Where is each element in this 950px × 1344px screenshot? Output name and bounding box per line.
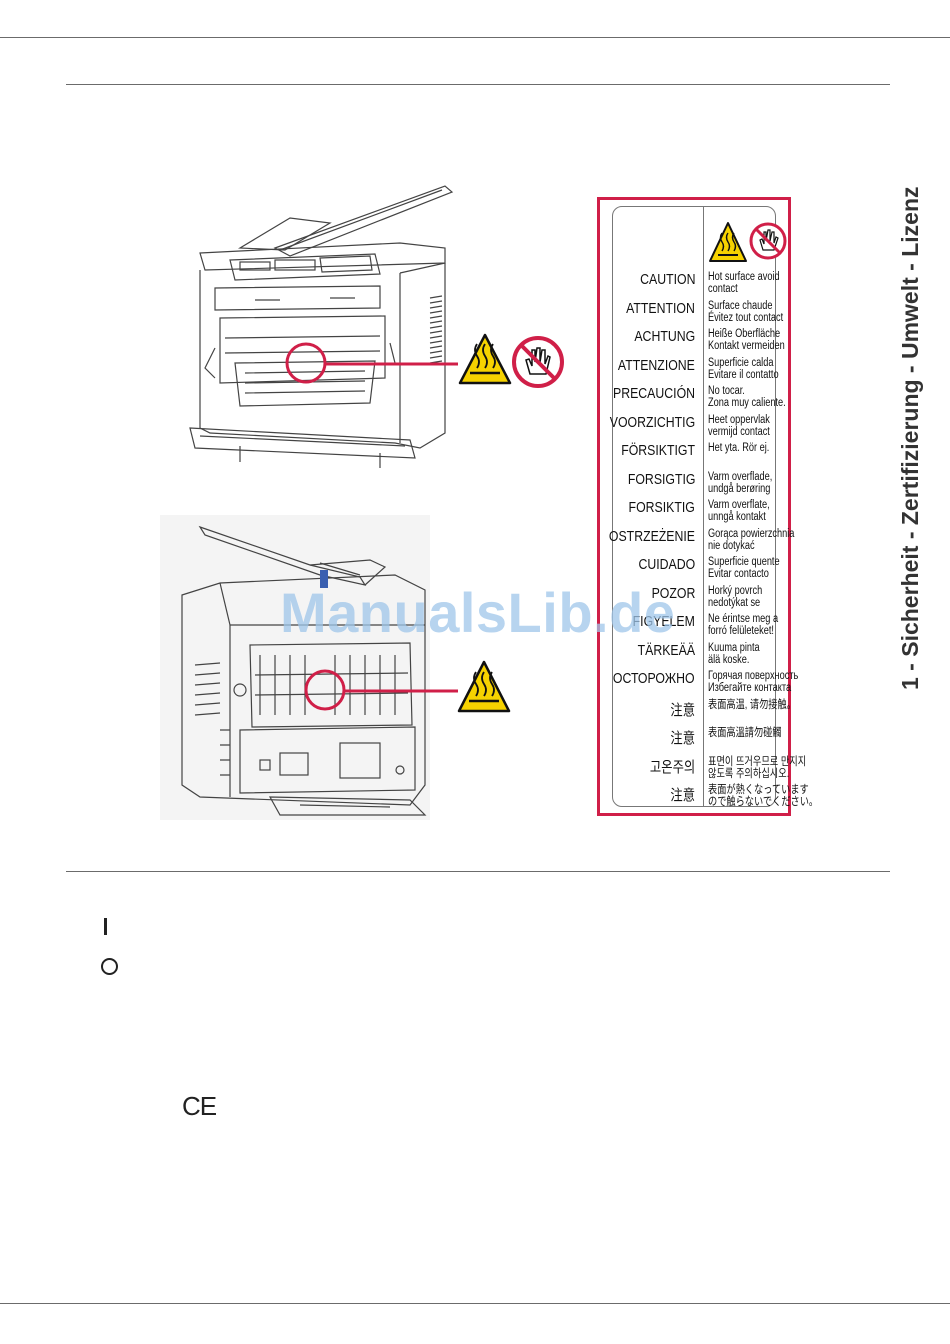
label-row: ATTENTION Surface chaude Évitez tout cont… [613, 300, 783, 328]
label-row: 고온주의 표면이 뜨거우므로 만지지 않도록 주의하십시오. [613, 756, 806, 784]
watermark-text: ManualsLib.de [280, 581, 676, 644]
label-warning-word: 注意 [670, 730, 695, 747]
label-warning-word: 고온주의 [649, 758, 695, 776]
label-row: 注意 表面高溫請勿碰觸 [613, 727, 783, 755]
power-on-symbol [104, 918, 107, 935]
label-warning-description: Heet oppervlak vermijd contact [708, 413, 770, 438]
label-warning-description: Superficie quente Evitar contacto [708, 556, 780, 580]
label-row: TÄRKEÄÄ Kuuma pinta älä koske. [613, 642, 783, 670]
label-warning-description: Het yta. Rör ej. [708, 442, 770, 454]
label-row: ATTENZIONE Superficie calda Evitare il co… [613, 357, 783, 385]
label-row: FORSIKTIG Varm overflate, unngå kontakt [613, 499, 783, 527]
printer-rear-illustration [160, 515, 511, 820]
label-warning-word: 注意 [670, 701, 695, 719]
label-warning-word: CAUTION [639, 271, 695, 288]
label-warning-description: Surface chaude Évitez tout contact [708, 299, 784, 324]
label-row: 注意表面が熱くなっています ので触らないでください。 [613, 784, 818, 812]
label-row: 注意表面高温, 请勿接触。 [613, 699, 796, 727]
label-warning-description: Varm overflate, unngå kontakt [708, 499, 770, 523]
label-row: CAUTION Hot surface avoid contact [613, 271, 783, 299]
label-row: VOORZICHTIG Heet oppervlak vermijd contac… [609, 413, 783, 442]
label-warning-word: 注意 [670, 787, 695, 804]
label-warning-word: TÄRKEÄÄ [637, 641, 695, 659]
hot-surface-warning-icon [709, 222, 747, 262]
label-warning-description: 表面が熱くなっています ので触らないでください。 [708, 784, 819, 808]
do-not-touch-icon [749, 222, 787, 260]
label-column-divider [703, 207, 704, 806]
label-warning-word: FORSIKTIG [628, 499, 695, 516]
label-warning-word: CUIDADO [638, 556, 695, 573]
section-rule-top [66, 84, 890, 85]
ce-mark: CE [182, 1091, 217, 1121]
label-warning-description: Horký povrch nedotýkat se [708, 584, 763, 609]
label-row: ACHTUNG Heiße Oberfläche Kontakt vermeide… [613, 328, 785, 356]
label-warning-icons [709, 222, 787, 262]
power-off-symbol [101, 958, 118, 975]
label-row: OSTRZEŻENIE Gorąca powierzchnia nie dotyk… [609, 528, 795, 556]
label-warning-description: Heiße Oberfläche Kontakt vermeiden [708, 328, 785, 352]
label-warning-description: Горячая поверхность Избегайте контакта [708, 670, 799, 694]
hot-surface-warning-icon [458, 333, 512, 385]
top-rule [0, 37, 950, 38]
label-warning-word: FÖRSIKTIGT [621, 442, 695, 459]
label-warning-description: 表面高溫請勿碰觸 [708, 727, 782, 739]
label-warning-word: PRECAUCIÓN [612, 385, 695, 402]
label-warning-word: ATTENTION [626, 299, 695, 317]
printer-front-illustration [189, 185, 564, 468]
label-warning-description: Varm overflade, undgå berøring [708, 470, 773, 495]
label-row: FIGYELEM Ne érintse meg a forró felületek… [613, 613, 783, 641]
hot-surface-warning-icon [457, 660, 511, 713]
label-warning-word: ACHTUNG [634, 328, 695, 345]
label-warning-word: ОСТОРОЖНО [613, 670, 695, 687]
label-warning-word: FIGYELEM [632, 613, 695, 630]
label-warning-description: 表面高温, 请勿接触。 [708, 698, 796, 711]
side-chapter-title: 1 - Sicherheit - Zertifizierung - Umwelt… [897, 186, 923, 691]
label-row: POZOR Horký povrch nedotýkat se [613, 585, 783, 613]
label-row: ОСТОРОЖНО Горячая поверхность Избегайте к… [613, 670, 798, 698]
label-row: FORSIGTIG Varm overflade, undgå berøring [613, 471, 783, 499]
label-warning-description: Kuuma pinta älä koske. [708, 641, 760, 666]
label-warning-description: Superficie calda Evitare il contatto [708, 356, 779, 381]
label-warning-word: VOORZICHTIG [609, 413, 695, 431]
label-row: CUIDADO Superficie quente Evitar contacto [613, 556, 783, 584]
label-warning-description: 표면이 뜨거우므로 만지지 않도록 주의하십시오. [708, 755, 807, 780]
bottom-rule [0, 1303, 950, 1304]
label-warning-word: POZOR [651, 584, 695, 602]
label-row: FÖRSIKTIGT Het yta. Rör ej. [613, 442, 783, 470]
section-rule-bottom [66, 871, 890, 872]
label-row: PRECAUCIÓN No tocar. Zona muy caliente. [612, 385, 786, 413]
do-not-touch-icon [512, 336, 564, 388]
label-warning-description: Gorąca powierzchnia nie dotykać [708, 527, 795, 552]
label-warning-description: No tocar. Zona muy caliente. [708, 385, 786, 409]
label-warning-word: FORSIGTIG [627, 470, 695, 488]
label-warning-description: Hot surface avoid contact [708, 271, 780, 295]
label-warning-description: Ne érintse meg a forró felületeket! [708, 613, 779, 637]
label-warning-word: OSTRZEŻENIE [608, 527, 695, 545]
label-warning-word: ATTENZIONE [618, 356, 695, 374]
